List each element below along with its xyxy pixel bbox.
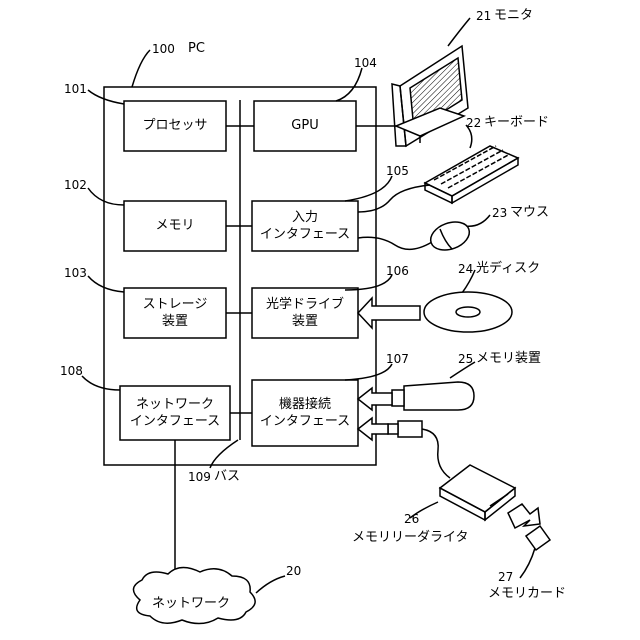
memory-reader-writer-icon [440, 465, 515, 520]
processor-label-line1: プロセッサ [124, 117, 226, 134]
disc-arrow [358, 298, 420, 328]
optical-drive-label: 光学ドライブ 装置 [252, 296, 358, 330]
memory-card-name: メモリカード [488, 586, 566, 601]
processor-label: プロセッサ [124, 117, 226, 134]
input-if-label-line1: 入力 [252, 209, 358, 226]
gpu-label: GPU [254, 117, 356, 134]
memory-device-name: メモリ装置 [476, 351, 541, 366]
memory-device-arrow [358, 388, 392, 410]
gpu-ref: 104 [354, 56, 377, 70]
optical-drive-ref: 106 [386, 264, 409, 278]
monitor-name: モニタ [494, 8, 533, 23]
mouse-ref: 23 [492, 206, 507, 220]
keyboard-ref: 22 [466, 116, 481, 130]
memory-label: メモリ [124, 217, 226, 234]
bus-name: バス [214, 469, 240, 484]
optical-disc-name: 光ディスク [476, 261, 540, 276]
leader-27 [520, 548, 535, 578]
memory-card-icon [526, 526, 550, 550]
memory-label-line1: メモリ [124, 217, 226, 234]
leader-20 [256, 576, 285, 593]
leader-23 [465, 215, 490, 226]
leader-101 [88, 90, 124, 104]
keyboard-name: キーボード [484, 115, 549, 130]
device-if-label-line2: インタフェース [252, 413, 358, 430]
bus-ref: 109 [188, 470, 211, 484]
network-if-label-line2: インタフェース [120, 413, 230, 430]
device-if-label: 機器接続 インタフェース [252, 396, 358, 430]
network-ref: 20 [286, 564, 301, 578]
leader-102 [88, 188, 124, 205]
memory-device-icon [392, 382, 474, 410]
leader-103 [88, 276, 124, 292]
optical-drive-label-line2: 装置 [252, 313, 358, 330]
pc-name: PC [188, 41, 205, 56]
monitor-ref: 21 [476, 9, 491, 23]
optical-drive-label-line1: 光学ドライブ [252, 296, 358, 313]
mouse-name: マウス [510, 205, 549, 220]
optical-disc-icon [424, 292, 512, 332]
network-if-ref: 108 [60, 364, 83, 378]
monitor-icon [392, 46, 468, 146]
leader-104 [336, 68, 362, 101]
leader-21 [448, 18, 470, 46]
memory-card-ref: 27 [498, 570, 513, 584]
device-if-ref: 107 [386, 352, 409, 366]
memory-device-ref: 25 [458, 352, 473, 366]
reader-writer-name: メモリリーダライタ [352, 530, 468, 545]
network-name: ネットワーク [152, 596, 230, 611]
optical-disc-ref: 24 [458, 262, 473, 276]
reader-arrow [358, 418, 388, 440]
processor-ref: 101 [64, 82, 87, 96]
input-if-label-line2: インタフェース [252, 226, 358, 243]
network-if-label: ネットワーク インタフェース [120, 396, 230, 430]
mouse-icon [427, 217, 473, 255]
storage-label-line2: 装置 [124, 313, 226, 330]
storage-ref: 103 [64, 266, 87, 280]
leader-100 [132, 50, 150, 87]
input-if-label: 入力 インタフェース [252, 209, 358, 243]
reader-writer-ref: 26 [404, 512, 419, 526]
input-if-ref: 105 [386, 164, 409, 178]
keyboard-icon [425, 146, 518, 203]
network-if-label-line1: ネットワーク [120, 396, 230, 413]
pc-ref: 100 [152, 42, 175, 56]
gpu-label-line1: GPU [254, 117, 356, 134]
leader-109 [210, 440, 238, 468]
device-if-label-line1: 機器接続 [252, 396, 358, 413]
storage-label: ストレージ 装置 [124, 296, 226, 330]
storage-label-line1: ストレージ [124, 296, 226, 313]
memory-ref: 102 [64, 178, 87, 192]
leader-108 [82, 376, 120, 390]
leader-105 [345, 176, 392, 201]
leader-107 [345, 364, 392, 380]
